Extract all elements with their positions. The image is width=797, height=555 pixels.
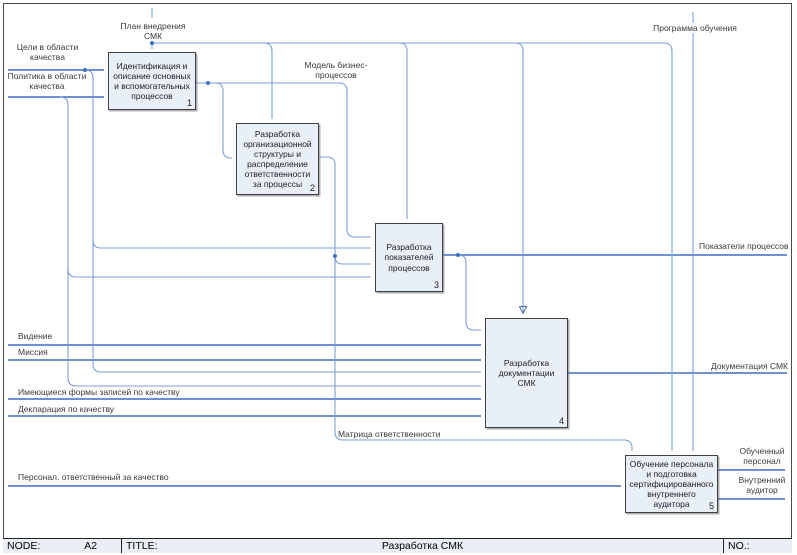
label-trained: Обученный персонал [739,446,785,467]
junction-dot [333,254,337,258]
title-label: TITLE: [126,540,158,552]
activity-label: Разработка документации СМК [498,357,555,388]
activity-label: Разработка организационной структуры и р… [243,128,312,190]
activity-number: 1 [186,98,192,109]
arrow-policy-branch-box4 [59,96,481,387]
label-auditor: Внутренний аудитор [738,475,786,496]
label-forms: Имеющиеся формы записей по качеству [18,387,180,397]
label-model: Модель бизнес-процессов [304,60,368,81]
title-value: Разработка СМК [381,540,464,552]
label-matrix: Матрица ответственности [338,429,441,439]
label-declaration: Декларация по качеству [18,404,115,414]
label-vision: Видение [18,331,53,341]
node-value: A2 [84,540,98,552]
label-program: Программа обучения [651,23,739,34]
arrow-plan-branch-box2 [263,42,273,119]
activity-box-1[interactable]: Идентификация и описание основных и вспо… [108,52,196,110]
arrow-goals-branch-box3 [92,239,371,249]
node-label: NODE: [7,540,41,552]
activity-label: Обучение персонала и подготовка сертифиц… [629,458,714,510]
arrow-goals-branch-box4 [84,69,481,373]
arrow-policy-branch-box3 [67,268,371,278]
activity-number: 3 [433,280,439,291]
junction-dot [150,41,154,45]
title-section: TITLE: Разработка СМК [122,539,724,553]
node-section: NODE: A2 [3,539,122,553]
label-personnel: Персонал. ответственный за качество [18,472,169,482]
number-label: NO.: [728,540,750,552]
activity-box-3[interactable]: Разработка показателей процессов 3 [375,223,443,292]
arrow-box2-branch-box3 [334,255,371,265]
arrow-plan-branch-box4 [514,42,523,313]
title-bar: NODE: A2 TITLE: Разработка СМК NO.: [3,538,792,553]
activity-label: Идентификация и описание основных и вспо… [113,60,191,102]
activity-number: 2 [309,183,315,194]
arrow-plan-branch-box3 [398,42,408,219]
arrow-box3-branch-box4 [457,254,481,331]
junction-dot [456,253,460,257]
junction-dot [206,81,210,85]
activity-label: Разработка показателей процессов [384,242,434,273]
label-mission: Миссия [18,347,48,357]
activity-number: 4 [558,416,564,427]
arrow-box1-box2 [208,82,232,159]
activity-box-5[interactable]: Обучение персонала и подготовка сертифиц… [625,455,718,513]
label-policy: Политика в области качества [7,71,87,92]
activity-box-4[interactable]: Разработка документации СМК 4 [485,318,568,428]
activity-box-2[interactable]: Разработка организационной структуры и р… [236,123,319,195]
label-plan: План внедрения СМК [110,21,196,42]
number-section: NO.: [724,539,792,553]
label-goals: Цели в области качества [16,42,79,63]
activity-number: 5 [708,501,714,512]
arrow-plan-branch-main [152,42,673,451]
arrow-model-box1-box3 [196,82,371,238]
arrow-matrix-box2-box5 [319,156,633,451]
label-documentation: Документация СМК [711,361,788,371]
label-indicators: Показатели процессов [699,241,789,251]
junction-dot [83,68,87,72]
